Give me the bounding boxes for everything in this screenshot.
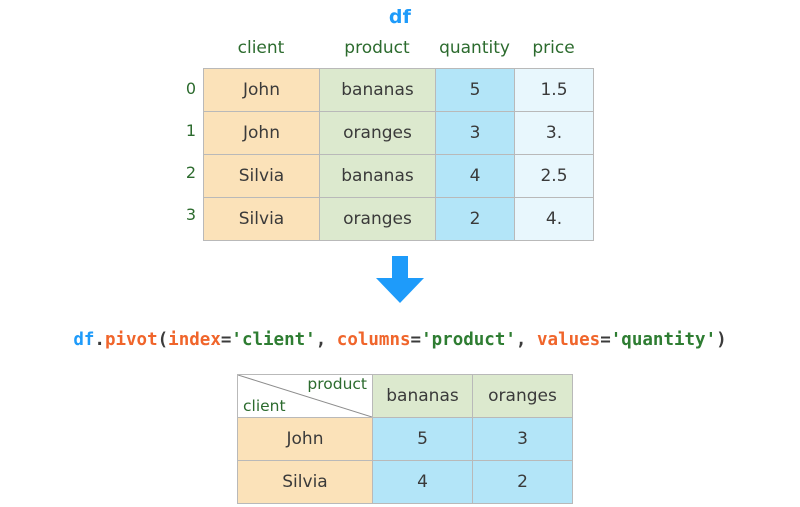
code-token-string-quantity: 'quantity' xyxy=(610,330,717,350)
source-column-header-price: price xyxy=(532,38,575,58)
code-token-dot: . xyxy=(94,330,105,350)
code-token-equals: = xyxy=(220,330,232,350)
result-value-cell: 5 xyxy=(372,417,473,461)
code-token-comma: , xyxy=(515,330,537,350)
cell-client: John xyxy=(203,68,320,112)
cell-product: oranges xyxy=(319,197,436,241)
result-column-header-bananas: bananas xyxy=(372,374,473,418)
code-token-equals: = xyxy=(600,330,611,350)
corner-columns-name: product xyxy=(307,375,367,393)
cell-price: 3. xyxy=(514,111,594,155)
cell-client: John xyxy=(203,111,320,155)
corner-index-name: client xyxy=(243,397,286,416)
result-value-cell: 3 xyxy=(472,417,573,461)
cell-product: bananas xyxy=(319,154,436,198)
table-row: John bananas 5 1.5 xyxy=(203,68,594,112)
cell-quantity: 5 xyxy=(435,68,515,112)
result-column-header-oranges: oranges xyxy=(472,374,573,418)
code-token-kwarg-columns: columns xyxy=(336,330,411,350)
corner-diagonal-line xyxy=(238,375,372,417)
code-token-comma: , xyxy=(315,330,337,350)
code-expression: df.pivot(index='client', columns='produc… xyxy=(0,330,800,350)
code-token-string-product: 'product' xyxy=(421,330,516,350)
cell-client: Silvia xyxy=(203,154,320,198)
cell-quantity: 4 xyxy=(435,154,515,198)
code-token-equals: = xyxy=(410,330,422,350)
corner-cell: product client xyxy=(237,374,373,418)
source-column-header-quantity: quantity xyxy=(439,38,510,58)
source-column-header-client: client xyxy=(237,38,285,58)
code-token-function: pivot xyxy=(104,330,158,350)
code-token-string-client: 'client' xyxy=(231,330,316,350)
cell-quantity: 3 xyxy=(435,111,515,155)
cell-product: bananas xyxy=(319,68,436,112)
source-index-label-1: 1 xyxy=(185,121,196,140)
code-token-object: df xyxy=(73,330,95,350)
cell-price: 4. xyxy=(514,197,594,241)
code-token-kwarg-values: values xyxy=(537,330,601,350)
source-column-header-product: product xyxy=(344,38,410,58)
code-token-paren-close: ) xyxy=(716,330,727,350)
page-title: df xyxy=(388,6,412,28)
result-value-cell: 4 xyxy=(372,460,473,504)
source-index-label-2: 2 xyxy=(185,163,196,182)
code-token-kwarg-index: index xyxy=(168,330,221,350)
table-row: Silvia oranges 2 4. xyxy=(203,197,594,241)
cell-quantity: 2 xyxy=(435,197,515,241)
table-header-row: product client bananas oranges xyxy=(237,374,573,418)
result-index-cell: John xyxy=(237,417,373,461)
cell-price: 2.5 xyxy=(514,154,594,198)
result-pivot-table: product client bananas oranges John 5 3 … xyxy=(237,374,573,504)
table-row: John 5 3 xyxy=(237,417,573,461)
source-index-label-0: 0 xyxy=(185,79,196,98)
source-dataframe-table: John bananas 5 1.5 John oranges 3 3. Sil… xyxy=(203,68,594,241)
result-value-cell: 2 xyxy=(472,460,573,504)
table-row: Silvia bananas 4 2.5 xyxy=(203,154,594,198)
source-table-grid: John bananas 5 1.5 John oranges 3 3. Sil… xyxy=(203,68,594,241)
source-index-label-3: 3 xyxy=(185,205,196,224)
cell-product: oranges xyxy=(319,111,436,155)
table-row: Silvia 4 2 xyxy=(237,460,573,504)
result-table-grid: product client bananas oranges John 5 3 … xyxy=(237,374,573,504)
result-index-cell: Silvia xyxy=(237,460,373,504)
cell-price: 1.5 xyxy=(514,68,594,112)
cell-client: Silvia xyxy=(203,197,320,241)
code-token-paren-open: ( xyxy=(157,330,169,350)
table-row: John oranges 3 3. xyxy=(203,111,594,155)
down-arrow-icon xyxy=(374,256,426,304)
